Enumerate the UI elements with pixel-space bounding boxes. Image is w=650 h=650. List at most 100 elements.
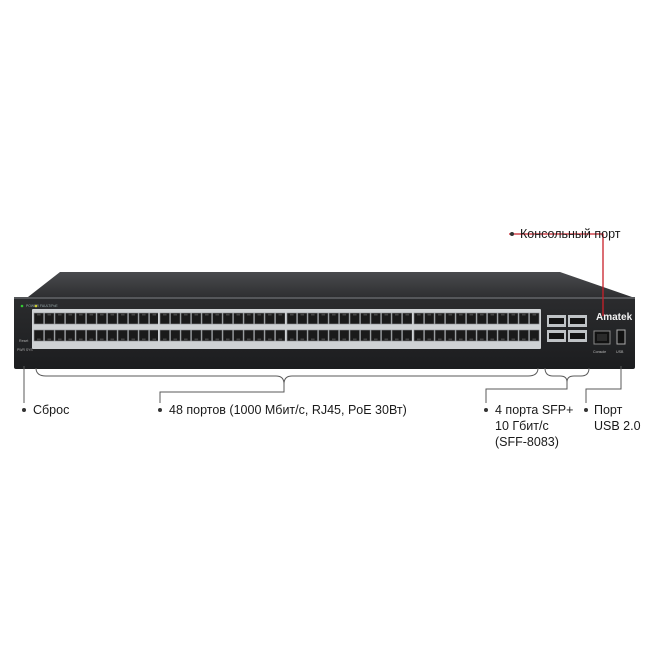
- console-callout-line: [509, 233, 604, 316]
- rj45-port-latch: [278, 313, 283, 316]
- rj45-port-latch: [300, 313, 305, 316]
- usb-callout-line-2: USB 2.0: [594, 419, 641, 433]
- rj45-port-latch: [110, 313, 115, 316]
- rj45-port-latch: [438, 338, 442, 341]
- rj45-port-latch: [363, 338, 368, 341]
- rj45-port-latch: [131, 338, 136, 341]
- rj45-port-latch: [332, 313, 336, 316]
- rj45-port-latch: [247, 338, 251, 341]
- rj45-port-latch: [121, 338, 125, 341]
- rj45-port-latch: [395, 338, 399, 341]
- rj45-port-latch: [184, 338, 188, 341]
- rj45-port-latch: [290, 338, 294, 341]
- rj45-port-latch: [469, 338, 474, 341]
- reset-callout-dot: [22, 408, 26, 412]
- ports-callout-dot: [158, 408, 162, 412]
- rj45-port-latch: [405, 338, 410, 341]
- rj45-port-latch: [427, 313, 432, 316]
- rj45-port-latch: [405, 313, 410, 316]
- rj45-port-latch: [68, 338, 73, 341]
- rj45-port-latch: [384, 338, 389, 341]
- ports-callout-line: [159, 384, 285, 403]
- sfp-slot: [549, 318, 564, 324]
- sfp-slot: [549, 333, 564, 339]
- sfp-callout-line-1: 4 порта SFP+: [495, 403, 574, 417]
- rj45-port-area: [32, 309, 541, 349]
- rj45-port-latch: [300, 338, 305, 341]
- rj45-port-latch: [184, 313, 188, 316]
- rj45-port-latch: [236, 313, 241, 316]
- rj45-port-latch: [532, 338, 537, 341]
- console-panel-label: Console: [593, 350, 606, 354]
- rj45-port-latch: [342, 338, 347, 341]
- rj45-port-latch: [438, 313, 442, 316]
- rj45-port-latch: [47, 313, 52, 316]
- console-callout-dot: [510, 232, 514, 236]
- rj45-port-latch: [205, 338, 209, 341]
- sfp-callout-label: 4 порта SFP+ 10 Гбит/с (SFF-8083): [495, 402, 573, 450]
- rj45-port-latch: [480, 338, 484, 341]
- rj45-port-latch: [257, 313, 262, 316]
- rj45-port-latch: [142, 338, 146, 341]
- sfp-slot: [570, 333, 585, 339]
- rj45-port-latch: [100, 313, 104, 316]
- rj45-port-latch: [268, 313, 272, 316]
- usb-port: [616, 329, 626, 345]
- reset-callout-label: Сброс: [33, 403, 70, 417]
- rj45-port-latch: [353, 338, 357, 341]
- rj45-port-latch: [511, 338, 516, 341]
- console-callout-label: Консольный порт: [520, 227, 621, 241]
- rj45-port-latch: [152, 338, 157, 341]
- rj45-port-latch: [89, 313, 94, 316]
- rj45-port-latch: [215, 313, 220, 316]
- led-fault-icon: [34, 304, 38, 308]
- rj45-port-latch: [257, 338, 262, 341]
- rj45-port-latch: [121, 313, 125, 316]
- rj45-port-latch: [321, 313, 326, 316]
- rj45-port-latch: [226, 313, 230, 316]
- rj45-port-latch: [501, 313, 505, 316]
- sfp-callout-line: [485, 382, 568, 403]
- rj45-port-latch: [374, 313, 378, 316]
- rj45-port-latch: [79, 338, 83, 341]
- rj45-port-latch: [79, 313, 83, 316]
- rj45-port-latch: [384, 313, 389, 316]
- rj45-port-latch: [152, 313, 157, 316]
- pwr-panel-label: PWR SYS: [17, 348, 33, 352]
- usb-callout-dot: [584, 408, 588, 412]
- rj45-port-latch: [247, 313, 251, 316]
- rj45-port-latch: [100, 338, 104, 341]
- rj45-port-latch: [374, 338, 378, 341]
- rj45-port-latch: [427, 338, 432, 341]
- rj45-port-latch: [522, 338, 526, 341]
- rj45-port-latch: [311, 313, 315, 316]
- ports-callout-label: 48 портов (1000 Мбит/с, RJ45, PoE 30Вт): [169, 403, 407, 417]
- rj45-port-latch: [205, 313, 209, 316]
- rj45-port-latch: [194, 313, 199, 316]
- rj45-port-latch: [342, 313, 347, 316]
- usb-callout-line: [585, 366, 622, 403]
- brand-logo: Amatek: [596, 312, 633, 323]
- rj45-port-latch: [194, 338, 199, 341]
- rj45-port-latch: [311, 338, 315, 341]
- sfp-port-area: [547, 315, 587, 342]
- rj45-port-latch: [480, 313, 484, 316]
- rj45-port-latch: [68, 313, 73, 316]
- rj45-port-latch: [448, 313, 453, 316]
- rj45-port-latch: [363, 313, 368, 316]
- rj45-port-latch: [236, 338, 241, 341]
- sfp-slot: [570, 318, 585, 324]
- rj45-port-latch: [163, 313, 167, 316]
- rj45-port-latch: [110, 338, 115, 341]
- rj45-port-latch: [58, 313, 62, 316]
- rj45-port-latch: [226, 338, 230, 341]
- led-power-label: POWER: [26, 304, 39, 308]
- usb-callout-label: Порт USB 2.0: [594, 402, 641, 434]
- rj45-port-latch: [37, 313, 41, 316]
- rj45-port-latch: [215, 338, 220, 341]
- led-fault-label: FAULT/PoE: [40, 304, 58, 308]
- rj45-port-latch: [353, 313, 357, 316]
- usb-callout-line-1: Порт: [594, 403, 623, 417]
- sfp-bracket: [544, 367, 590, 383]
- ports-bracket: [35, 367, 539, 385]
